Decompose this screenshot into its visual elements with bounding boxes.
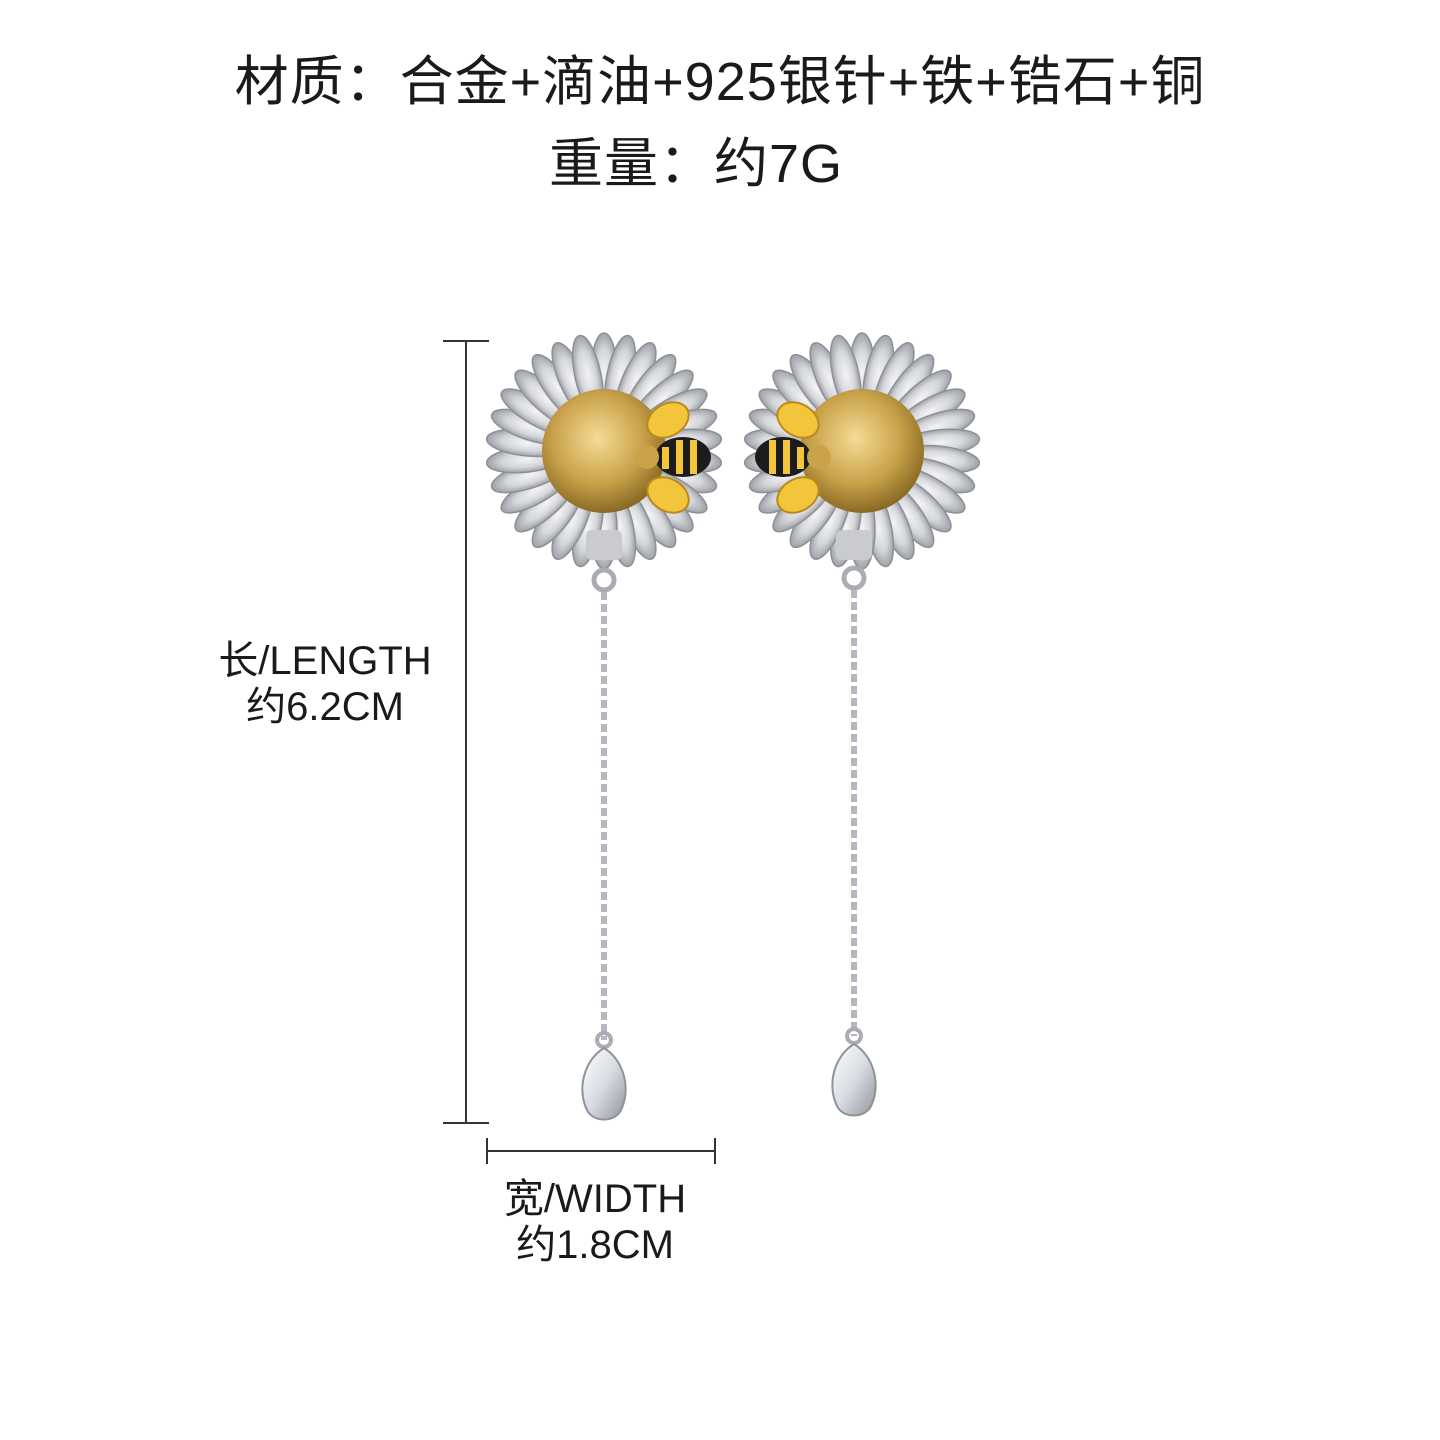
length-dimension-line — [443, 340, 489, 1124]
width-dimension-label: 宽/WIDTH 约1.8CM — [470, 1176, 720, 1268]
bee-charm — [755, 401, 831, 514]
zircon-drop — [581, 1046, 627, 1121]
zircon-drop — [831, 1042, 877, 1117]
length-value-text: 约6.2CM — [246, 685, 404, 729]
jump-ring — [591, 567, 617, 593]
jump-ring — [841, 565, 867, 591]
bee-charm — [635, 401, 711, 514]
length-label-text: 长/LENGTH — [218, 639, 432, 683]
flower-bottom-tab — [586, 530, 622, 560]
width-dimension-line — [486, 1138, 716, 1164]
length-dimension-label: 长/LENGTH 约6.2CM — [200, 638, 450, 730]
right-earring — [743, 332, 981, 1117]
flower-center — [800, 389, 924, 513]
flower-center — [542, 389, 666, 513]
flower-bottom-tab — [836, 530, 872, 560]
width-value-text: 约1.8CM — [516, 1223, 674, 1267]
weight-spec: 重量：约7G — [548, 134, 844, 194]
width-label-text: 宽/WIDTH — [503, 1177, 687, 1221]
material-spec: 材质：合金+滴油+925银针+铁+锆石+铜 — [234, 52, 1206, 112]
left-earring — [485, 332, 723, 1121]
